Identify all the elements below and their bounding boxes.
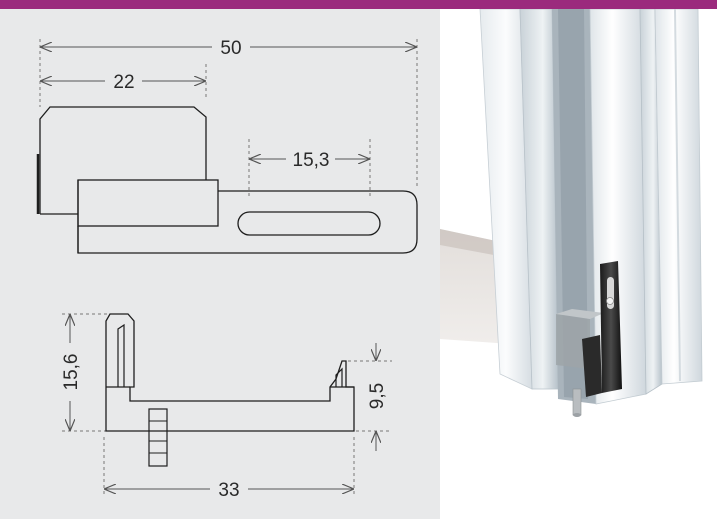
top-view-plate-outline [77,180,418,254]
dim-inner-height: 9,5 [367,383,388,409]
dim-slot-length: 15,3 [293,150,330,171]
dim-height: 15,6 [61,354,82,391]
connector-black-body [600,261,622,393]
accent-bar [0,0,717,9]
side-view-profile [105,313,355,432]
technical-drawing: 50 22 15,3 [36,38,418,501]
top-view-front-block [77,179,219,227]
top-view-slot [237,211,381,236]
connector-grey-body [556,314,590,369]
dim-block-width: 22 [113,72,134,93]
dim-base-length: 33 [218,480,239,501]
side-view-pin [148,408,168,467]
product-photo [440,9,717,519]
connector-pin [572,388,582,416]
window-frame-connector-render [440,9,703,417]
top-view-block-outline [39,106,207,214]
side-view: 15,6 9,5 33 [61,313,392,501]
connector-screw [606,297,614,305]
technical-drawing-panel: 50 22 15,3 [0,9,440,519]
dim-overall-length: 50 [220,38,241,59]
top-view: 50 22 15,3 [36,38,418,254]
